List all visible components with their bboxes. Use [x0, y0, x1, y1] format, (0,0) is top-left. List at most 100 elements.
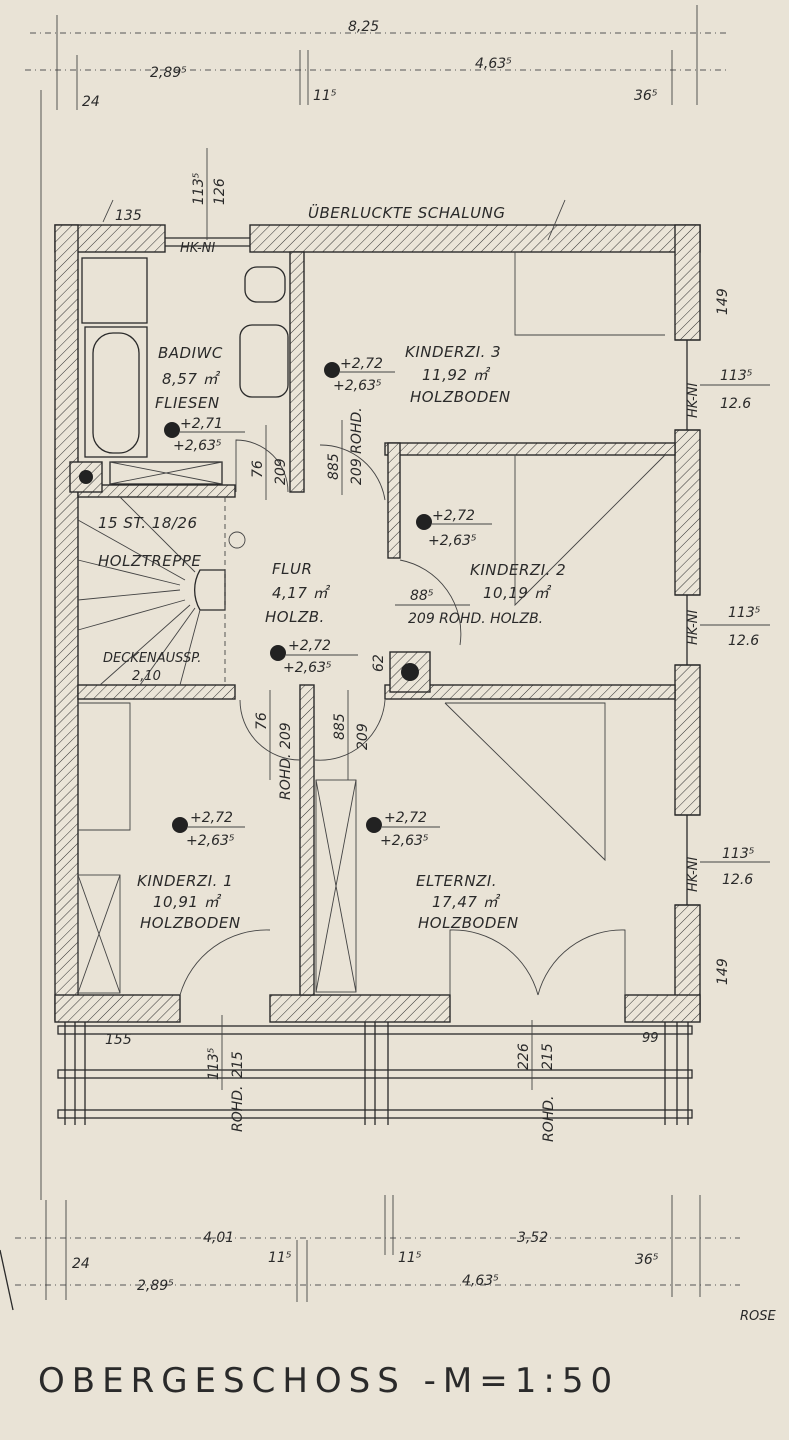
level-marker-icon: [270, 645, 286, 661]
room-kinderzi3: KINDERZI. 3 11,92 ㎡ HOLZBODEN +2,72 +2,6…: [324, 343, 511, 406]
level-bottom: +2,63⁵: [173, 438, 222, 454]
room-treppe: 15 ST. 18/26 HOLZTREPPE DECKENAUSSP. 2,1…: [98, 514, 201, 684]
doors: [179, 439, 626, 996]
room-area: 10,91 ㎡: [153, 893, 222, 911]
level-bottom: +2,63⁵: [428, 533, 477, 549]
room-area: 8,57 ㎡: [162, 370, 221, 388]
dim-wall-right-bottom: 36⁵: [635, 1252, 659, 1268]
door-el-b: 215: [540, 1043, 556, 1070]
level-marker-icon: [164, 422, 180, 438]
door-el-c: ROHD.: [541, 1095, 557, 1142]
level-top: +2,72: [432, 508, 475, 524]
door-el-flur-b: 209: [355, 723, 371, 750]
level-marker-icon: [416, 514, 432, 530]
dim-left-outer: 4,01: [203, 1230, 234, 1246]
room-name: HOLZTREPPE: [98, 552, 201, 570]
dim-wall-mid: 11⁵: [313, 88, 337, 104]
level-marker-icon: [366, 817, 382, 833]
hk-ni-k3: HK-NI: [686, 383, 701, 418]
stairs-steps: 15 ST. 18/26: [98, 514, 198, 532]
room-flur: FLUR 4,17 ㎡ HOLZB. +2,72 +2,63⁵: [265, 560, 358, 676]
room-floor: FLIESEN: [155, 394, 220, 412]
win-k3-a: 113⁵: [720, 368, 753, 384]
door-el-a: 226: [516, 1043, 532, 1070]
door-k2-a: 88⁵: [410, 588, 434, 604]
walls: [54, 224, 701, 1023]
balcony-155: 155: [105, 1032, 132, 1048]
door-k1-b: 215: [230, 1051, 246, 1078]
room-elternzi: +2,72 +2,63⁵ ELTERNZI. 17,47 ㎡ HOLZBODEN: [366, 810, 518, 932]
room-name: KINDERZI. 2: [470, 561, 566, 579]
room-bad: BADIWC 8,57 ㎡ FLIESEN +2,71 +2,63⁵: [155, 344, 245, 454]
bottom-dimension-chain: 4,01 3,52 24 11⁵ 11⁵ 36⁵ 2,89⁵ 4,63⁵: [0, 1195, 740, 1311]
room-name: KINDERZI. 1: [137, 872, 233, 890]
door-k1-c: ROHD.: [230, 1085, 246, 1132]
level-bottom: +2,63⁵: [380, 833, 429, 849]
level-top: +2,71: [180, 416, 223, 432]
staircase: [77, 496, 246, 686]
dim-wall-mid-b: 11⁵: [398, 1250, 422, 1266]
dim-left-segment: 2,89⁵: [150, 65, 187, 81]
door-k1-a: 113⁵: [206, 1047, 222, 1080]
room-name: ELTERNZI.: [416, 872, 497, 890]
win-k2-a: 113⁵: [728, 605, 761, 621]
plan-title: OBERGESCHOSS -M=1:50: [38, 1361, 619, 1401]
dim-wall-mid-a: 11⁵: [268, 1250, 292, 1266]
dim-wall-left: 24: [82, 94, 100, 110]
window-top-b: 126: [212, 178, 228, 205]
dim-overall: 8,25: [348, 19, 379, 35]
stairs-opening-height: 2,10: [132, 669, 161, 684]
room-name: BADIWC: [158, 344, 223, 362]
dim-135: 135: [115, 208, 142, 224]
level-bottom: +2,63⁵: [333, 378, 382, 394]
balcony-99: 99: [642, 1031, 659, 1046]
room-floor: HOLZB.: [265, 608, 325, 626]
room-area: 11,92 ㎡: [422, 366, 491, 384]
chimney-62: 62: [371, 654, 387, 672]
level-bottom: +2,63⁵: [283, 660, 332, 676]
door-k3-b: 209 ROHD.: [349, 407, 365, 485]
door-k1-flur-a: 76: [254, 712, 270, 730]
fixtures: [77, 252, 666, 994]
room-floor: HOLZBODEN: [140, 914, 241, 932]
room-floor: HOLZBODEN: [410, 388, 511, 406]
dim-right-segment: 4,63⁵: [475, 56, 512, 72]
level-top: +2,72: [190, 810, 233, 826]
stairs-opening: DECKENAUSSP.: [103, 651, 201, 666]
level-top: +2,72: [340, 356, 383, 372]
top-dimension-chain: 8,25 2,89⁵ 4,63⁵ 24 11⁵ 36⁵: [25, 5, 730, 1200]
level-marker-icon: [172, 817, 188, 833]
annotations: ÜBERLUCKTE SCHALUNG 135 113⁵ 126 HK-NI H…: [102, 148, 770, 1142]
room-area: 4,17 ㎡: [272, 584, 331, 602]
dim-left-segment-bottom: 2,89⁵: [137, 1278, 174, 1294]
corner-text: ROSE: [740, 1309, 777, 1324]
room-name: FLUR: [272, 560, 312, 578]
hk-ni-k2: HK-NI: [686, 610, 701, 645]
door-bad-a: 76: [250, 460, 266, 478]
door-k1-flur-b: ROHD. 209: [278, 722, 294, 800]
room-area: 17,47 ㎡: [432, 893, 501, 911]
room-name: KINDERZI. 3: [405, 343, 501, 361]
level-top: +2,72: [288, 638, 331, 654]
win-k2-b: 12.6: [728, 633, 759, 649]
roof-note: ÜBERLUCKTE SCHALUNG: [308, 203, 505, 222]
right-149-top: 149: [715, 288, 731, 315]
level-top: +2,72: [384, 810, 427, 826]
door-k2-b: 209 ROHD. HOLZB.: [408, 611, 543, 627]
room-kinderzi2: +2,72 +2,63⁵ KINDERZI. 2 10,19 ㎡: [416, 508, 566, 602]
win-el-b: 12.6: [722, 872, 753, 888]
win-el-a: 113⁵: [722, 846, 755, 862]
right-149-bottom: 149: [715, 958, 731, 985]
door-el-flur-a: 885: [332, 713, 348, 740]
dim-right-segment-bottom: 4,63⁵: [462, 1273, 499, 1289]
dim-wall-right: 36⁵: [634, 88, 658, 104]
hk-ni-top: HK-NI: [180, 241, 215, 256]
dim-right-outer: 3,52: [517, 1230, 548, 1246]
hk-ni-el: HK-NI: [686, 857, 701, 892]
balcony: [57, 1022, 693, 1125]
room-kinderzi1: +2,72 +2,63⁵ KINDERZI. 1 10,91 ㎡ HOLZBOD…: [137, 810, 245, 932]
door-bad-b: 209: [273, 458, 289, 485]
level-marker-icon: [324, 362, 340, 378]
room-area: 10,19 ㎡: [483, 584, 552, 602]
